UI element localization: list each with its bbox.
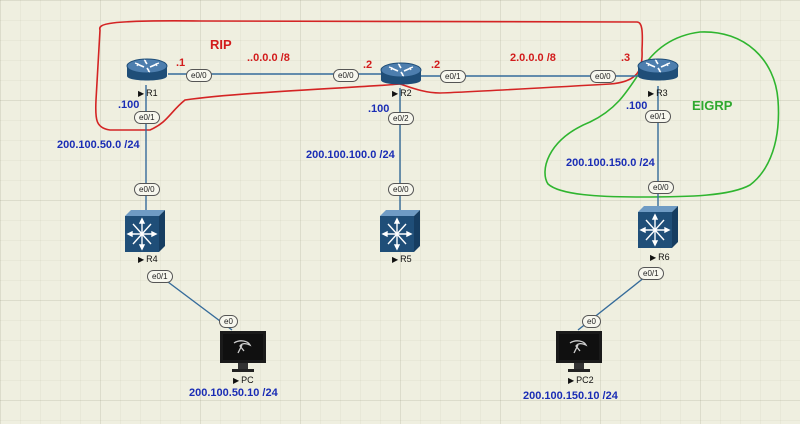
switch-icon: [638, 206, 678, 248]
rip-label: RIP: [210, 37, 232, 52]
host-id-r2-e0-0: .2: [363, 59, 373, 71]
port-r2-e0-2[interactable]: e0/2: [388, 112, 414, 125]
device-label-r2: ▶R2: [392, 88, 412, 98]
device-label-r1: ▶R1: [138, 88, 158, 98]
device-label-r3: ▶R3: [648, 88, 668, 98]
device-label-r5: ▶R5: [392, 254, 412, 264]
pc2-host[interactable]: [556, 331, 602, 378]
device-label-r6: ▶R6: [650, 252, 670, 262]
pc2-ip-address: 200.100.150.10 /24: [523, 390, 618, 402]
port-r3-e0-0[interactable]: e0/0: [590, 70, 616, 83]
port-r4-e0-0[interactable]: e0/0: [134, 183, 160, 196]
port-r2-e0-0[interactable]: e0/0: [333, 69, 359, 82]
port-pc-e0[interactable]: e0: [219, 315, 238, 328]
device-label-pc2: ▶PC2: [568, 375, 594, 385]
router-r1[interactable]: [125, 56, 169, 91]
host-id-r1-e0-1: .100: [118, 99, 140, 111]
host-id-r3-e0-0: .3: [621, 52, 631, 64]
network-r3-r6: 200.100.150.0 /24: [566, 157, 655, 169]
network-r1-r4: 200.100.50.0 /24: [57, 139, 140, 151]
eigrp-label: EIGRP: [692, 98, 733, 113]
network-r2-r3: 2.0.0.0 /8: [510, 52, 556, 64]
router-r2[interactable]: [379, 60, 423, 95]
switch-r4[interactable]: [125, 210, 165, 257]
host-id-r1-e0-0: .1: [176, 57, 186, 69]
host-id-r2-e0-2: .100: [368, 103, 390, 115]
port-r4-e0-1[interactable]: e0/1: [147, 270, 173, 283]
switch-r6[interactable]: [638, 206, 678, 253]
port-r5-e0-0[interactable]: e0/0: [388, 183, 414, 196]
router-icon: [380, 62, 422, 85]
monitor-icon: [556, 331, 602, 372]
switch-icon: [380, 210, 420, 252]
port-pc2-e0[interactable]: e0: [582, 315, 601, 328]
switch-icon: [125, 210, 165, 252]
pc-ip-address: 200.100.50.10 /24: [189, 387, 278, 399]
pc-host[interactable]: [220, 331, 266, 378]
port-r1-e0-0[interactable]: e0/0: [186, 69, 212, 82]
router-icon: [637, 58, 679, 81]
network-r1-r2: ..0.0.0 /8: [247, 52, 290, 64]
host-id-r2-e0-1: .2: [431, 59, 441, 71]
network-r2-r5: 200.100.100.0 /24: [306, 149, 395, 161]
host-id-r3-e0-1: .100: [626, 100, 648, 112]
device-label-pc: ▶PC: [233, 375, 254, 385]
router-r3[interactable]: [636, 56, 680, 91]
port-r6-e0-1[interactable]: e0/1: [638, 267, 664, 280]
switch-r5[interactable]: [380, 210, 420, 257]
rip-region-outline: [94, 20, 644, 131]
device-label-r4: ▶R4: [138, 254, 158, 264]
port-r1-e0-1[interactable]: e0/1: [134, 111, 160, 124]
port-r3-e0-1[interactable]: e0/1: [645, 110, 671, 123]
port-r6-e0-0[interactable]: e0/0: [648, 181, 674, 194]
monitor-icon: [220, 331, 266, 372]
router-icon: [126, 58, 168, 81]
eigrp-region-outline: [544, 31, 780, 198]
port-r2-e0-1[interactable]: e0/1: [440, 70, 466, 83]
